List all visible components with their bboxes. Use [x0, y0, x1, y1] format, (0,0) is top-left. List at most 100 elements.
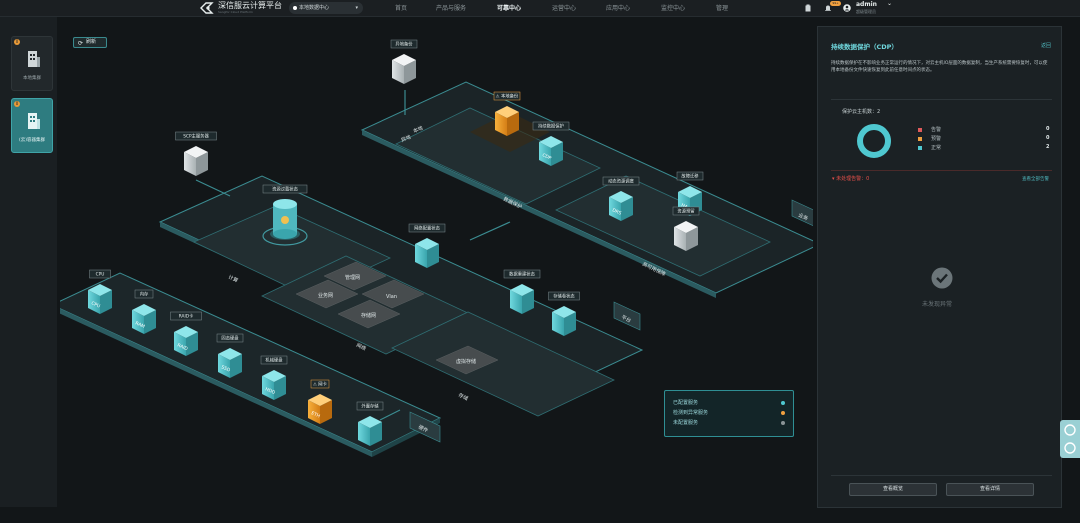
sidebar-item-container-cluster[interactable]: 0 (云)容器集群: [11, 98, 53, 153]
legend-unconfigured: 未配置服务: [673, 420, 699, 426]
tile-biz-net: [295, 279, 359, 309]
user-name[interactable]: admin: [856, 1, 877, 8]
node-label: 固态硬盘: [221, 335, 239, 342]
unhandled-alarm-text: 未处理告警：0: [836, 176, 870, 182]
nav-reliability-center[interactable]: 可靠中心: [497, 5, 522, 12]
legend-abnormal: 检测到异常服务: [673, 410, 709, 416]
datacenter-select-value: 本地数据中心: [299, 5, 330, 11]
refresh-icon: ⟳: [78, 40, 84, 47]
cluster-sidebar: 0 本地集群 0 (云)容器集群: [0, 17, 57, 507]
notification-badge: 99+: [830, 1, 841, 6]
nav-home[interactable]: 首页: [395, 5, 408, 12]
tile-storage-net: [337, 299, 401, 329]
node-label: 动态资源调度: [608, 178, 634, 185]
legend-unconfigured-dot: [781, 421, 785, 425]
business-tag: 业务: [791, 199, 813, 227]
status-legend: 已配置服务 检测到异常服务 未配置服务: [664, 390, 794, 437]
nav-application-center[interactable]: 应用中心: [606, 5, 631, 12]
nav-products[interactable]: 产品与服务: [436, 5, 467, 12]
brand-subtitle: Sangfor Cloud Platform: [218, 10, 253, 14]
floating-help-button[interactable]: [1060, 420, 1080, 458]
node-label: SCP主服务器: [183, 133, 209, 140]
svg-text:平台: 平台: [620, 314, 632, 325]
view-overview-button[interactable]: 查看概览: [849, 483, 937, 496]
storage-region-label: 存储: [457, 392, 469, 403]
divider: [831, 475, 1052, 476]
warning-swatch: [918, 136, 922, 141]
user-menu-chevron-icon[interactable]: ⌄: [887, 0, 893, 7]
location-pin-icon: [293, 6, 297, 10]
node-label: ⚠ 网卡: [313, 381, 328, 388]
legend-normal: 正常: [918, 144, 941, 151]
building-icon: [28, 113, 40, 129]
tile-storage-net-label: 存储网: [361, 312, 376, 319]
node-label: 存储卷状态: [553, 293, 575, 300]
alarm-value: 0: [1046, 126, 1050, 132]
panel-back-link[interactable]: 返回: [1040, 43, 1051, 49]
node-label: ⚠ 本地备份: [496, 93, 519, 100]
node-data-status[interactable]: 数据重建状态: [503, 269, 541, 314]
view-all-alarms-link[interactable]: 查看全部告警: [1022, 177, 1049, 182]
local-label: 本地: [412, 124, 424, 134]
svg-text:业务: 业务: [797, 212, 809, 223]
view-detail-button[interactable]: 查看详情: [946, 483, 1034, 496]
platform-tag: 平台: [613, 301, 641, 331]
node-offsite-backup[interactable]: 异地备份: [390, 39, 418, 84]
legend-alarm: 告警: [918, 126, 941, 133]
bell-icon[interactable]: [824, 4, 832, 12]
node-ssd[interactable]: SSD 固态硬盘: [216, 333, 244, 378]
tile-mgmt-net: [323, 261, 387, 291]
node-store-status[interactable]: 存储卷状态: [548, 291, 580, 336]
tile-vstore-label: 虚拟存储: [456, 358, 476, 365]
chevron-down-icon: ▾: [355, 5, 358, 11]
hardware-tag: 硬件: [409, 411, 441, 443]
sidebar-item-local-cluster[interactable]: 0 本地集群: [11, 36, 53, 91]
legend-abnormal-dot: [781, 411, 785, 415]
node-nic[interactable]: ETH⚠ 网卡: [308, 379, 332, 424]
node-box-label: HDD: [264, 386, 276, 396]
clipboard-icon[interactable]: [804, 4, 812, 12]
building-icon: [28, 51, 40, 67]
node-label: CPU: [96, 272, 105, 278]
nav-monitor-center[interactable]: 监控中心: [661, 5, 686, 12]
node-box-label: HA: [680, 202, 689, 210]
node-local-backup[interactable]: ⚠ 本地备份: [493, 91, 521, 136]
node-net-status[interactable]: 网络配置状态: [408, 223, 446, 268]
legend-configured-dot: [781, 401, 785, 405]
node-label: 故障迁移: [681, 173, 699, 180]
node-res-reserve[interactable]: 资源预留: [672, 206, 700, 251]
divider: [831, 99, 1052, 100]
refresh-label: 刷新: [86, 39, 97, 45]
cdp-detail-panel: 持续数据保护（CDP） 返回 持续数据保护在不影响业务正常运行的情况下，对云主机…: [817, 26, 1062, 508]
tile-vstore: [435, 345, 499, 375]
check-circle-icon: [931, 267, 953, 289]
tile-vlan-label: Vlan: [386, 294, 397, 300]
node-ext-store[interactable]: 外置存储: [356, 401, 384, 446]
nav-operations-center[interactable]: 运营中心: [552, 5, 577, 12]
legend-warning: 预警: [918, 135, 941, 142]
tile-vlan: [361, 279, 425, 309]
node-box-label: SSD: [220, 364, 231, 373]
tile-mgmt-net-label: 管理网: [345, 274, 360, 281]
datacenter-select[interactable]: 本地数据中心 ▾: [289, 2, 363, 14]
node-scp[interactable]: SCP主服务器: [175, 131, 217, 176]
node-box-label: RAID: [176, 342, 189, 352]
remote-label: 异地: [400, 133, 412, 143]
node-label: 外置存储: [361, 403, 379, 410]
node-label: 资源预留: [677, 208, 694, 215]
user-role: 超级管理员: [856, 9, 876, 14]
nav-management[interactable]: 管理: [716, 5, 729, 12]
refresh-button[interactable]: ⟳ 刷新: [73, 37, 107, 48]
tile-biz-net-label: 业务网: [318, 292, 333, 299]
node-resource-pool[interactable]: 资源过载状态: [262, 184, 308, 246]
protection-donut-chart: [857, 124, 891, 158]
user-avatar-icon[interactable]: [843, 4, 851, 12]
top-navigation-bar: 深信服云计算平台 Sangfor Cloud Platform 本地数据中心 ▾…: [0, 0, 1080, 17]
